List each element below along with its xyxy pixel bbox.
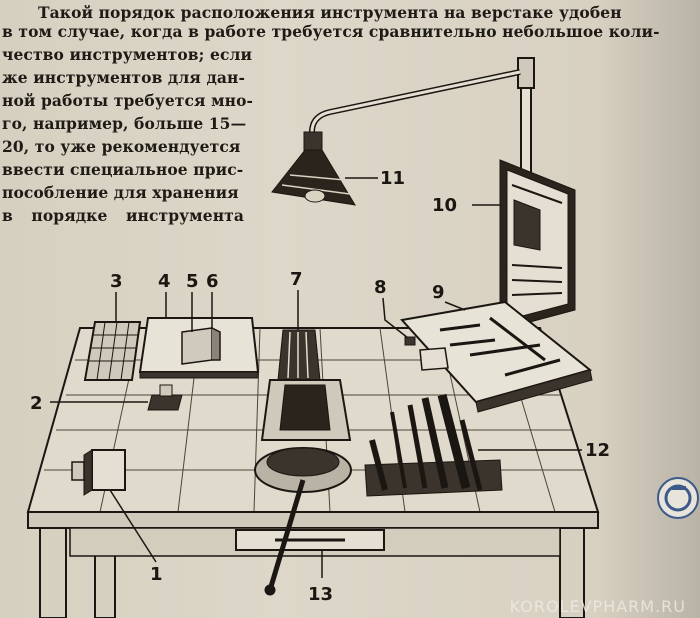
bench-vise xyxy=(254,290,352,596)
word-instrumenta: инструмента xyxy=(125,206,244,225)
label-6: 6 xyxy=(206,271,219,292)
label-11: 11 xyxy=(380,168,405,189)
small-block xyxy=(50,384,183,411)
label-2: 2 xyxy=(30,393,43,414)
files-row xyxy=(364,393,582,497)
word-poryadke: порядке xyxy=(31,206,108,225)
text-narrow-8: в порядке инструмента xyxy=(2,206,244,225)
text-narrow-4: го, например, больше 15— xyxy=(2,114,247,133)
label-4: 4 xyxy=(158,271,171,292)
text-narrow-2: же инструментов для дан- xyxy=(2,68,245,87)
corner-logo-icon xyxy=(657,477,699,519)
text-line-1: Такой порядок расположения инструмента н… xyxy=(38,3,622,22)
label-13: 13 xyxy=(308,584,333,605)
label-10: 10 xyxy=(432,195,457,216)
label-12: 12 xyxy=(585,440,610,461)
label-7: 7 xyxy=(290,269,303,290)
text-narrow-7: пособление для хранения xyxy=(2,183,239,202)
text-narrow-5: 20, то уже рекомендуется xyxy=(2,137,241,156)
tool-panel xyxy=(400,300,593,413)
text-narrow-6: ввести специальное прис- xyxy=(2,160,244,179)
label-8: 8 xyxy=(374,277,387,298)
poster-board xyxy=(472,159,576,331)
text-narrow-3: ной работы требуется мно- xyxy=(2,91,254,110)
drawing-grid xyxy=(83,292,142,381)
text-narrow-1: чество инструментов; если xyxy=(2,45,253,64)
lamp-shade xyxy=(271,131,378,206)
label-9: 9 xyxy=(432,282,445,303)
text-line-2: в том случае, когда в работе требуется с… xyxy=(2,22,660,41)
hook-item xyxy=(382,297,449,371)
label-5: 5 xyxy=(186,271,199,292)
surface-plate xyxy=(138,292,260,379)
watermark: KOROLEVPHARM.RU xyxy=(509,597,686,616)
label-3: 3 xyxy=(110,271,123,292)
tool-box xyxy=(71,449,157,563)
label-1: 1 xyxy=(150,564,163,585)
word-v: в xyxy=(2,206,13,225)
